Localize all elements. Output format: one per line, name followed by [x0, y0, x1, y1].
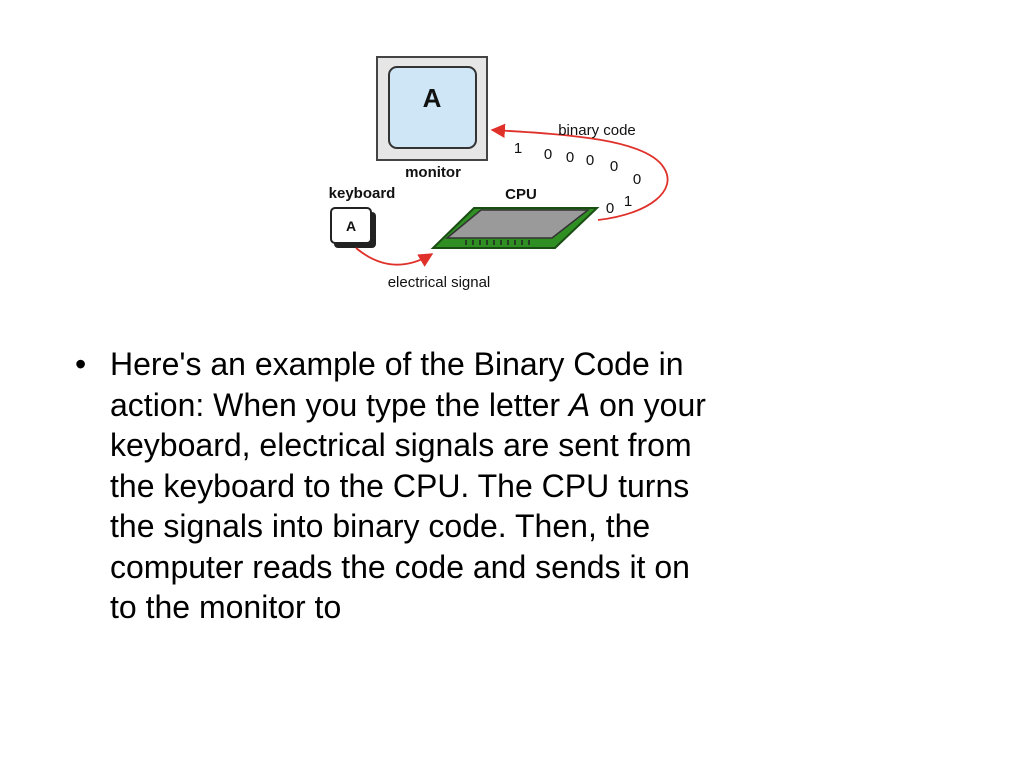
binary-code-arrow — [490, 123, 669, 221]
keyboard-label: keyboard — [329, 185, 396, 202]
binary-digit: 0 — [566, 149, 574, 166]
electrical-signal-arrow — [355, 247, 434, 267]
bullet-line: keyboard, electrical signals are sent fr… — [110, 427, 692, 463]
italic-letter: A — [568, 386, 591, 423]
electrical-signal-label: electrical signal — [388, 274, 491, 291]
binary-digit: 0 — [606, 200, 614, 217]
binary-digit: 0 — [610, 158, 618, 175]
bullet-marker: • — [75, 346, 87, 382]
bullet-line: Here's an example of the Binary Code in — [110, 346, 684, 382]
binary-digit: 1 — [624, 193, 632, 210]
binary-digit: 0 — [544, 146, 552, 163]
keyboard-key-icon: A — [330, 207, 376, 248]
binary-code-diagram: A monitor keyboard A CPU binary code ele… — [329, 56, 669, 291]
monitor-icon: A — [376, 56, 488, 161]
binary-digit: 0 — [586, 152, 594, 169]
binary-digit: 0 — [633, 171, 641, 188]
bullet-line-text: action: When you type the letter — [110, 386, 569, 423]
bullet-line-text: on your — [590, 386, 706, 423]
bullet-line: computer reads the code and sends it on — [110, 548, 690, 585]
monitor-label: monitor — [405, 164, 461, 181]
cpu-label: CPU — [505, 186, 537, 203]
bullet-line: to the monitor to — [110, 589, 342, 625]
binary-code-label: binary code — [558, 122, 636, 139]
keyboard-key-letter: A — [346, 218, 356, 234]
binary-digit: 1 — [514, 140, 522, 157]
bullet-line: the signals into binary code. Then, the — [110, 508, 651, 544]
cpu-chip-icon — [430, 207, 600, 249]
bullet-line: the keyboard to the CPU. The CPU turns — [110, 467, 690, 504]
monitor-screen-letter: A — [423, 83, 442, 113]
bullet-line: action: When you type the letter A on yo… — [110, 385, 706, 426]
